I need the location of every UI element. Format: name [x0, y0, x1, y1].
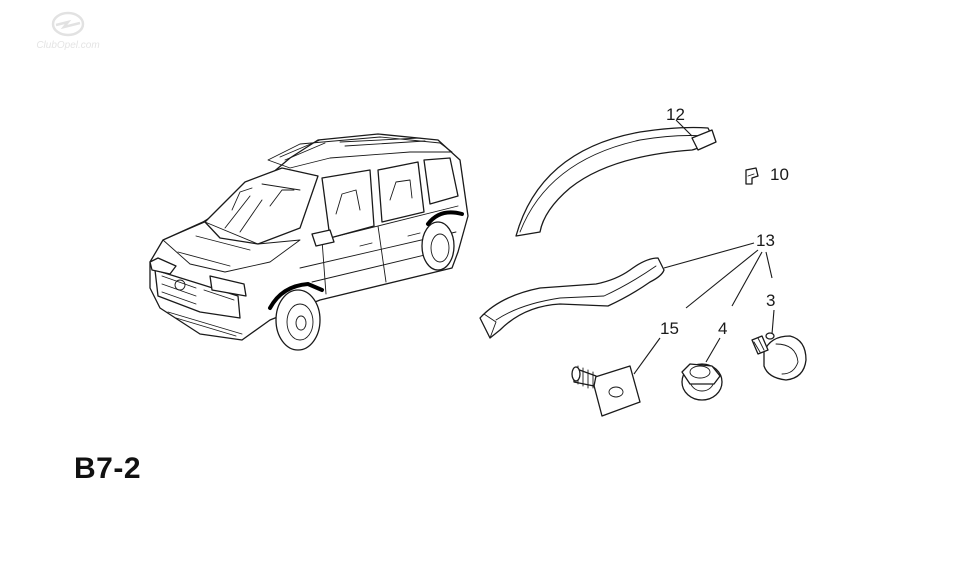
callout-15: 15: [660, 319, 679, 338]
part-12-wheel-arch-molding: [515, 126, 717, 237]
leader-lines: [633, 119, 775, 375]
callout-12: 12: [666, 105, 685, 124]
callout-13: 13: [756, 231, 775, 250]
callout-4: 4: [718, 319, 727, 338]
part-15-fastener-plate: [571, 365, 641, 417]
callout-3: 3: [766, 291, 775, 310]
watermark-logo: ClubOpel.com: [36, 11, 100, 51]
part-4-push-clip: [681, 363, 723, 401]
callout-10: 10: [770, 165, 789, 184]
part-3-grommet: [751, 332, 807, 381]
vehicle-illustration: [149, 133, 469, 351]
part-13-wheel-arch-molding: [479, 257, 665, 339]
diagram-code-label: B7-2: [74, 452, 142, 485]
watermark-text: ClubOpel.com: [36, 40, 99, 51]
part-10-clip: [745, 167, 759, 185]
